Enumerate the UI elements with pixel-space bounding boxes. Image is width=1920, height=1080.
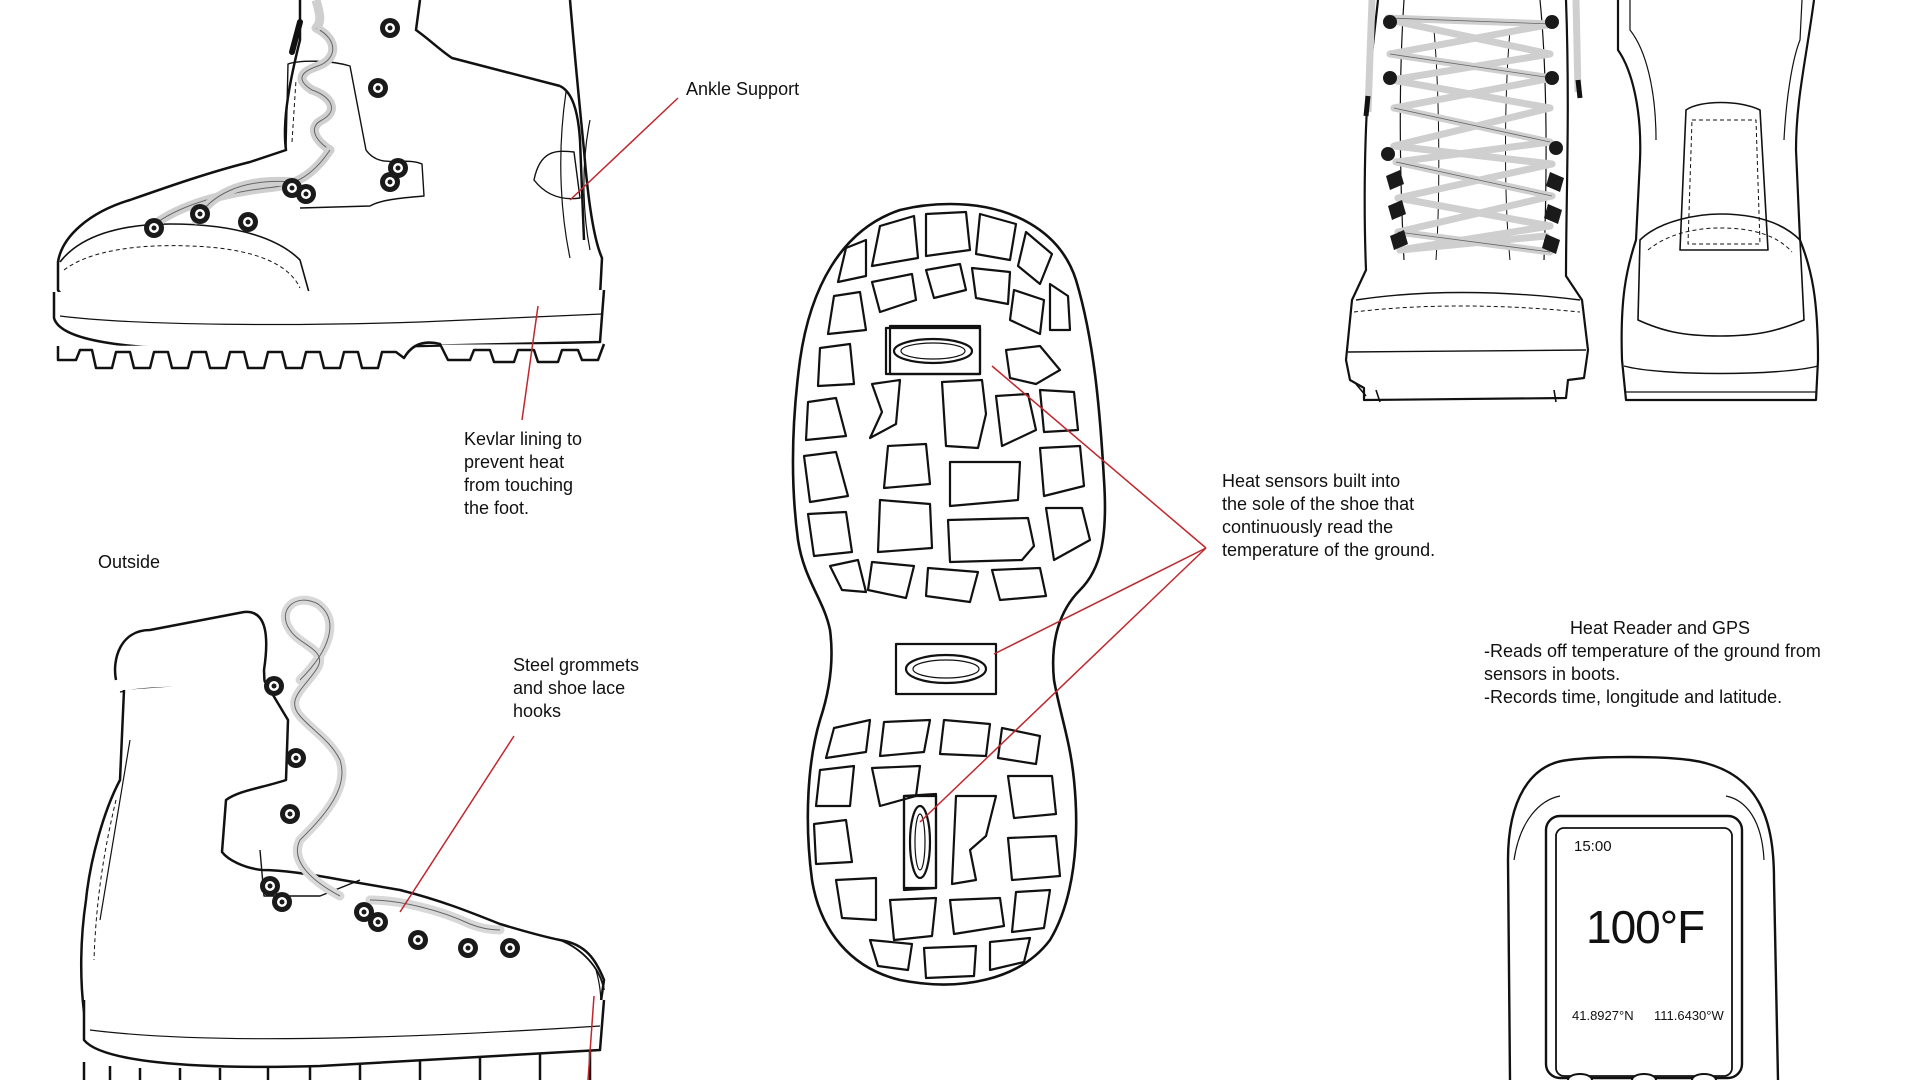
device-temperature: 100°F [1586,901,1705,953]
boot-side-view-top [52,0,606,370]
leader-heat-sensor-front [991,365,1207,549]
label-ankle-support: Ankle Support [686,79,800,99]
front-boot-hooks [1381,15,1564,254]
boot-side-view-bottom [79,595,606,1080]
leader-kevlar-lining [521,305,539,421]
boot-sole-bottom-view [791,202,1107,986]
device-longitude: 111.6430°W [1654,1008,1724,1023]
device-latitude: 41.8927°N [1572,1008,1634,1023]
device-time: 15:00 [1574,838,1612,855]
heat-reader-device [1506,755,1780,1080]
label-outside: Outside [98,552,161,572]
leader-steel-grommets [399,735,515,913]
leader-bottom-sole [587,995,595,1080]
label-heat-reader-line1: -Reads off temperature of the ground fro… [1484,641,1821,684]
label-steel-grommets: Steel grommets and shoe lace hooks [513,655,640,721]
leader-ankle-support [569,97,679,201]
label-heat-sensors: Heat sensors built into the sole of the … [1222,471,1436,560]
boot-front-view [1344,0,1590,403]
label-heat-reader-title: Heat Reader and GPS [1569,618,1751,638]
label-heat-reader-line2: -Records time, longitude and latitude. [1484,687,1783,707]
boot-back-view [1616,0,1820,402]
label-kevlar-lining: Kevlar lining to prevent heat from touch… [464,429,583,518]
leader-heat-sensor-mid [993,547,1207,655]
leader-lines [399,97,1207,1080]
leader-heat-sensor-heel [919,547,1207,823]
